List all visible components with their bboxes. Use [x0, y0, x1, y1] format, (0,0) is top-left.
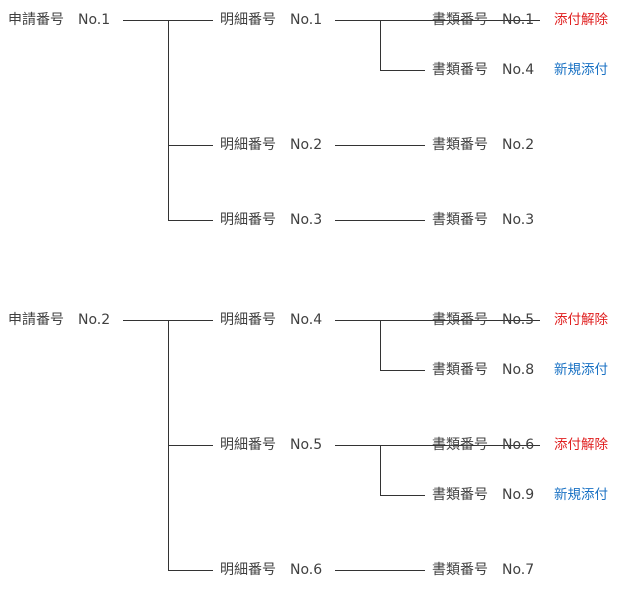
detail-number-label: 明細番号 No.4: [220, 312, 323, 328]
document-number-label: 書類番号 No.3: [432, 212, 535, 228]
remove-attachment-tag: 添付解除: [554, 312, 608, 328]
new-attachment-tag: 新規添付: [554, 362, 608, 378]
detail-number-label: 明細番号 No.3: [220, 212, 323, 228]
document-number-label: 書類番号 No.8: [432, 362, 535, 378]
remove-attachment-tag: 添付解除: [554, 437, 608, 453]
document-number-label: 書類番号 No.4: [432, 62, 535, 78]
document-number-label: 書類番号 No.5: [432, 312, 535, 328]
new-attachment-tag: 新規添付: [554, 62, 608, 78]
detail-number-label: 明細番号 No.1: [220, 12, 323, 28]
document-number-label: 書類番号 No.9: [432, 487, 535, 503]
document-number-label: 書類番号 No.7: [432, 562, 535, 578]
detail-number-label: 明細番号 No.6: [220, 562, 323, 578]
application-number-label: 申請番号 No.1: [8, 12, 111, 28]
remove-attachment-tag: 添付解除: [554, 12, 608, 28]
document-number-label: 書類番号 No.2: [432, 137, 535, 153]
detail-number-label: 明細番号 No.2: [220, 137, 323, 153]
detail-number-label: 明細番号 No.5: [220, 437, 323, 453]
document-number-label: 書類番号 No.6: [432, 437, 535, 453]
application-number-label: 申請番号 No.2: [8, 312, 111, 328]
document-number-label: 書類番号 No.1: [432, 12, 535, 28]
new-attachment-tag: 新規添付: [554, 487, 608, 503]
